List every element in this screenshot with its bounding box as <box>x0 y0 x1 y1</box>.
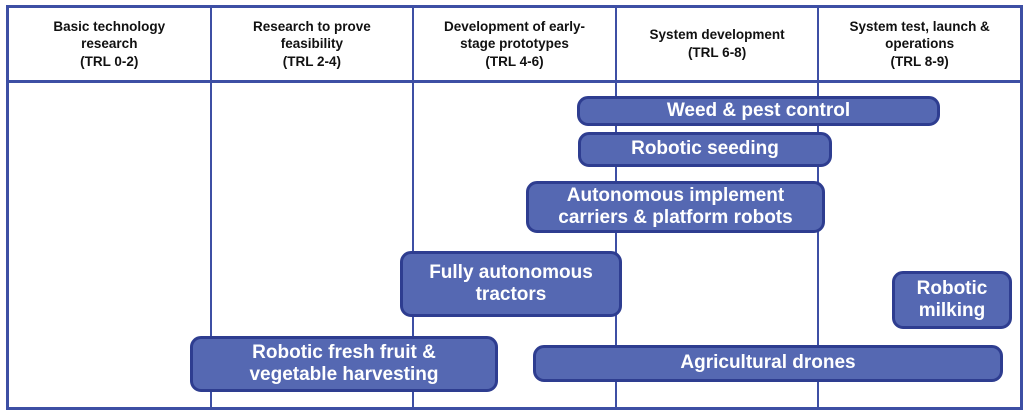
bar-agricultural-drones: Agricultural drones <box>533 345 1003 382</box>
column-lane-trl-6-8 <box>617 83 820 407</box>
header-row: Basic technology research (TRL 0-2) Rese… <box>9 8 1020 83</box>
chart-frame: Basic technology research (TRL 0-2) Rese… <box>6 5 1023 410</box>
column-header-development-early-stage-prototypes: Development of early- stage prototypes (… <box>414 8 617 80</box>
column-header-system-test-launch-operations: System test, launch & operations (TRL 8-… <box>849 18 990 69</box>
bar-robotic-fresh-fruit-vegetable-harvesting: Robotic fresh fruit & vegetable harvesti… <box>190 336 498 392</box>
column-header-research-to-prove-feasibility: Research to prove feasibility (TRL 2-4) <box>212 8 415 80</box>
column-header-basic-technology-research: Basic technology research (TRL 0-2) <box>9 8 212 80</box>
column-lane-trl-4-6 <box>414 83 617 407</box>
column-lane-trl-0-2 <box>9 83 212 407</box>
column-lane-trl-2-4 <box>212 83 415 407</box>
bar-robotic-milking: Robotic milking <box>892 271 1012 329</box>
chart-body <box>9 83 1020 407</box>
bar-weed-pest-control: Weed & pest control <box>577 96 940 126</box>
bar-robotic-seeding: Robotic seeding <box>578 132 832 167</box>
column-header-system-development: System development (TRL 6-8) <box>617 8 820 80</box>
bar-autonomous-implement-carriers-platform-robots: Autonomous implement carriers & platform… <box>526 181 825 233</box>
bar-fully-autonomous-tractors: Fully autonomous tractors <box>400 251 622 317</box>
